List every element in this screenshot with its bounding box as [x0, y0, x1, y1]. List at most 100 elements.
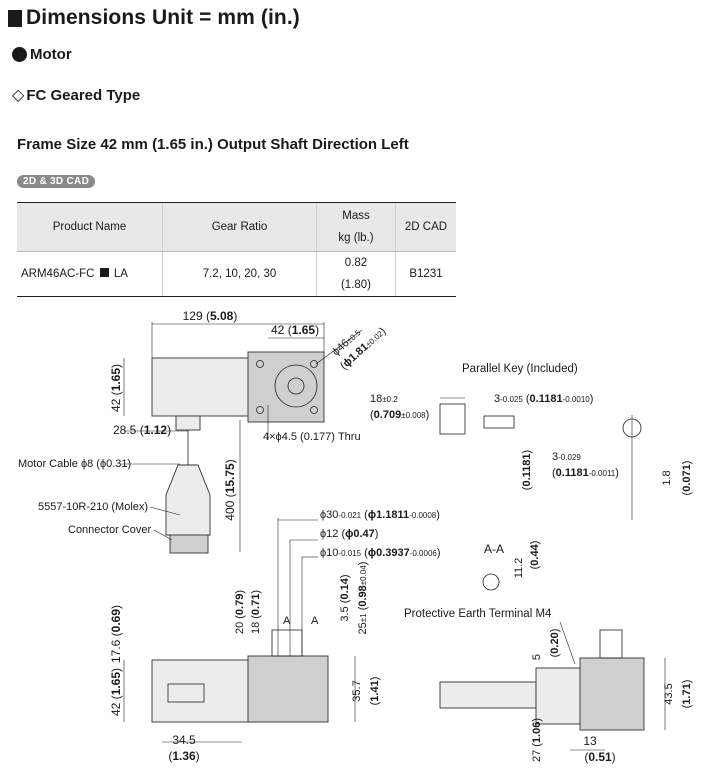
motor-label: Motor	[30, 46, 72, 63]
side-view: Protective Earth Terminal M4 43.5 (1.71)…	[404, 608, 693, 764]
th-cad: 2D CAD	[395, 202, 456, 252]
dim-112-in-label: (0.44)	[529, 541, 541, 570]
dim-129-label: 129 (5.08)	[183, 309, 238, 323]
key-side-view	[439, 403, 466, 435]
section-header: Dimensions Unit = mm (in.)	[8, 6, 300, 30]
dim-5-label: 5	[531, 654, 543, 660]
dim-18-label: 18 (0.71)	[250, 590, 262, 634]
dim-27-label: 27 (1.06)	[531, 718, 543, 762]
motor-subheading: Motor	[12, 46, 72, 63]
key-height-label: (0.1181)	[521, 450, 533, 490]
shaft12-label: ϕ12 (ϕ0.47)	[320, 528, 378, 540]
table-row: ARM46AC-FC LA 7.2, 10, 20, 30 0.82 (1.80…	[17, 251, 456, 297]
shaft-side	[599, 629, 623, 659]
section-circle	[482, 573, 500, 591]
pilot-dia-label: ϕ30-0.021 (ϕ1.1811-0.0008)	[320, 509, 440, 521]
gearhead-front	[247, 655, 329, 723]
motor-body-front	[151, 659, 253, 723]
type-label: FC Geared Type	[26, 86, 141, 104]
square-bullet-icon	[8, 9, 22, 27]
motor-side-rear	[535, 667, 581, 725]
shaft10-label: ϕ10-0.015 (ϕ0.3937-0.0006)	[320, 547, 441, 559]
dim-5-in-label: (0.20)	[549, 629, 561, 658]
shaft-dimensions: ϕ30-0.021 (ϕ1.1811-0.0008) ϕ12 (ϕ0.47) ϕ…	[234, 509, 441, 660]
motor-body	[151, 357, 253, 417]
dim-20-label: 20 (0.79)	[234, 590, 246, 634]
dim-345-in-label: (1.36)	[168, 749, 199, 763]
motor-cable-label: Motor Cable ϕ8 (ϕ0.31)	[18, 458, 131, 470]
section-mark-a-right: A	[311, 615, 319, 627]
mass-kg: 0.82	[344, 257, 368, 269]
diamond-bullet-icon: ◇	[12, 87, 25, 104]
thru-holes-label: 4×ϕ4.5 (0.177) Thru	[263, 431, 361, 443]
section-mark-a-left: A	[283, 615, 291, 627]
key-length-label: 18±0.2	[370, 393, 398, 405]
dim-25-label: 25±1 (0.98±0.04)	[357, 562, 369, 635]
table-header-row: Product Name Gear Ratio Mass kg (lb.) 2D…	[17, 202, 456, 252]
mount-hole	[256, 406, 264, 414]
connector-housing	[169, 534, 209, 554]
product-prefix: ARM46AC-FC	[21, 268, 95, 280]
connector-model-label: 5557-10R-210 (Molex)	[38, 501, 148, 513]
leader-line	[559, 621, 576, 665]
td-cad[interactable]: B1231	[395, 251, 456, 297]
connector-boot	[165, 464, 211, 536]
key-length-in-label: (0.709±0.008)	[370, 409, 429, 421]
th-mass-bottom: kg (lb.)	[338, 232, 374, 244]
pe-terminal-label: Protective Earth Terminal M4	[404, 608, 552, 620]
dim-35-label: 3.5 (0.14)	[339, 574, 351, 621]
dim-42-front-label: 42 (1.65)	[109, 668, 123, 716]
connector-cover-label: Connector Cover	[68, 524, 151, 536]
leader-line	[153, 529, 173, 541]
key-top-view	[483, 415, 515, 429]
cable-boss	[175, 415, 201, 431]
cad-link[interactable]: B1231	[409, 268, 443, 280]
dim-435-in-label: (1.71)	[681, 680, 693, 709]
gearhead-flange	[247, 351, 325, 423]
key-width-label: 3-0.025 (0.1181-0.0010)	[494, 393, 593, 405]
section-aa: A-A 11.2 (0.44)	[482, 541, 541, 591]
output-shaft-front	[271, 629, 303, 657]
leader-line	[315, 329, 363, 365]
td-gear: 7.2, 10, 20, 30	[162, 251, 317, 297]
mount-hole	[310, 406, 318, 414]
dim-112-label: 11.2	[513, 558, 525, 579]
mount-hole	[256, 360, 264, 368]
th-mass: Mass kg (lb.)	[316, 202, 396, 252]
dim-cable-length-label: 400 (15.75)	[223, 459, 237, 520]
dim-435-label: 43.5	[663, 683, 675, 704]
dim-height-label: 42 (1.65)	[109, 364, 123, 412]
leader-line	[149, 506, 181, 516]
gearhead-side	[579, 657, 645, 731]
mount-hole	[310, 360, 318, 368]
front-view: 42 (1.65) 17.6 (0.69) 35.7 (1.41) 34.5 (…	[109, 605, 381, 763]
circle-bullet-icon	[12, 47, 27, 62]
output-shaft-circle	[287, 377, 305, 395]
td-product: ARM46AC-FC LA	[17, 251, 163, 297]
cad-badge[interactable]: 2D & 3D CAD	[17, 175, 96, 188]
type-subheading: ◇ FC Geared Type	[12, 85, 140, 105]
dim-lead-label: 28.5 (1.12)	[113, 423, 171, 437]
square-placeholder-icon	[99, 268, 109, 277]
dim-13-in-label: (0.51)	[584, 750, 615, 764]
flange-pilot-circle	[274, 364, 318, 408]
keyway-label: 3-0.029	[552, 451, 581, 463]
key-depth-label: 1.8	[661, 470, 673, 485]
th-mass-top: Mass	[342, 210, 370, 222]
dim-13-label: 13	[583, 734, 597, 748]
cable-side	[439, 681, 537, 709]
dim-345-label: 34.5	[172, 733, 196, 747]
parallel-key-label: Parallel Key (Included)	[462, 363, 578, 375]
key-depth-in-label: (0.071)	[681, 461, 693, 496]
product-suffix: LA	[113, 268, 128, 280]
connector-socket	[167, 683, 205, 703]
dim-357-label: 35.7	[351, 680, 363, 701]
th-product: Product Name	[17, 202, 163, 252]
dim-42-label: 42 (1.65)	[271, 323, 319, 337]
dim-176-label: 17.6 (0.69)	[109, 605, 123, 663]
frame-size-line: Frame Size 42 mm (1.65 in.) Output Shaft…	[17, 136, 409, 153]
td-mass: 0.82 (1.80)	[316, 251, 396, 297]
section-aa-label: A-A	[484, 542, 504, 556]
mass-lb: (1.80)	[340, 279, 372, 291]
